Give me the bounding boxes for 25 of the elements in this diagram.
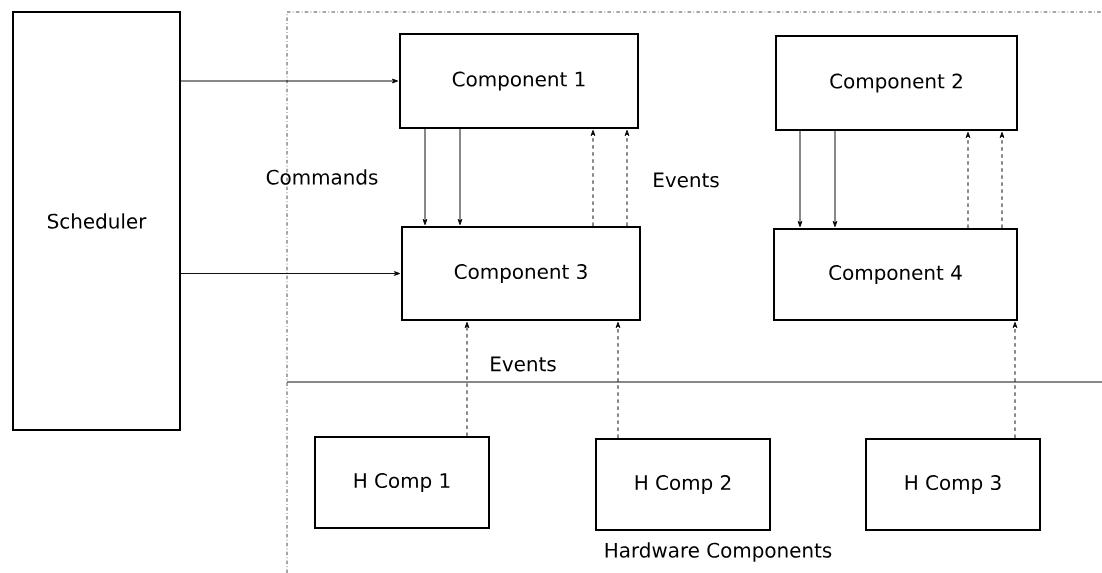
component-box: Component 4 [773,228,1018,321]
arrow [457,128,463,226]
arrow [180,271,401,276]
flow-label: Events [491,356,556,372]
arrow [422,128,428,226]
component-box: H Comp 1 [314,436,490,529]
arrow [624,129,630,227]
arrow [999,131,1005,229]
arrow [832,130,838,228]
arrow [590,129,596,227]
caption: Hardware Components [605,542,832,562]
arrow [1012,321,1018,439]
arrow [180,78,399,84]
scheduler-box: Scheduler [12,11,181,431]
component-box: H Comp 3 [865,438,1041,531]
arrow [797,130,803,228]
arrow [965,131,971,229]
component-box: H Comp 2 [595,438,771,531]
arrow [615,321,621,439]
component-box: Component 3 [401,226,641,321]
flow-label: Events [654,172,719,188]
arrow [464,321,470,437]
component-box: Component 2 [775,35,1018,131]
flow-label: Commands [266,169,378,185]
component-box: Component 1 [399,33,639,129]
